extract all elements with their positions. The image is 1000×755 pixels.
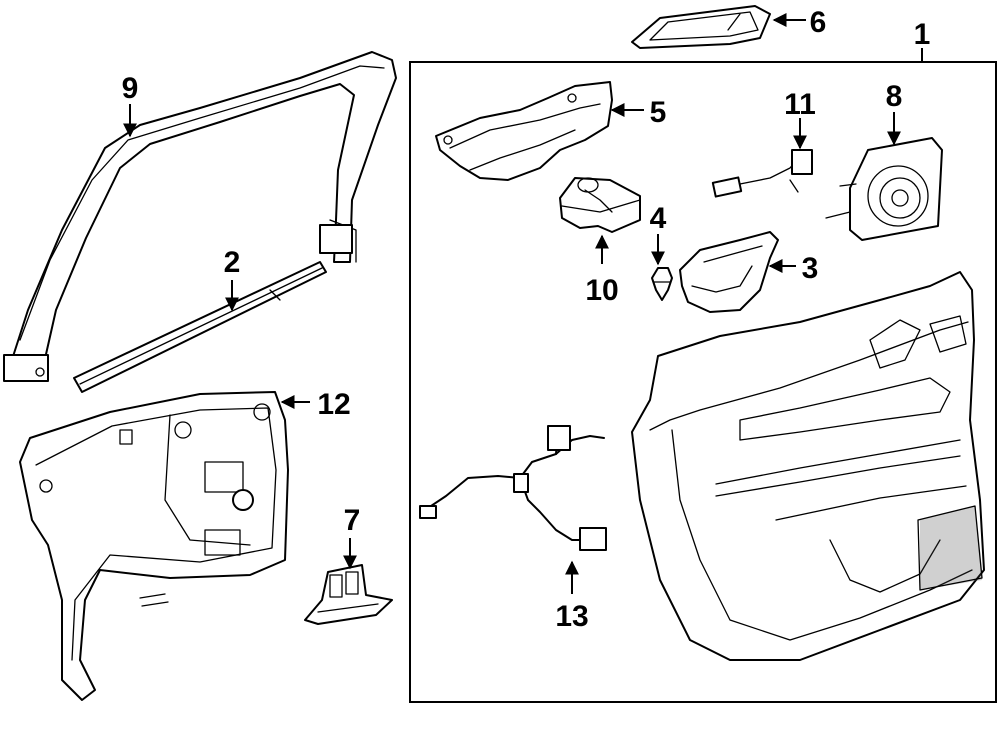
part-10-switch-housing[interactable] bbox=[559, 177, 641, 233]
callout-12: 12 bbox=[317, 388, 350, 421]
part-11-wire-connector[interactable] bbox=[711, 149, 813, 198]
callout-1: 1 bbox=[914, 18, 931, 51]
part-5-handle-bracket[interactable] bbox=[435, 81, 613, 181]
callout-3: 3 bbox=[802, 252, 819, 285]
door-trim-assembly-frame bbox=[409, 61, 997, 703]
callout-11: 11 bbox=[784, 88, 816, 121]
part-2-belt-weatherstrip[interactable] bbox=[73, 261, 327, 393]
part-13-wiring-harness[interactable] bbox=[419, 425, 607, 551]
callout-7: 7 bbox=[344, 504, 361, 537]
part-1-door-trim-panel[interactable] bbox=[631, 271, 985, 661]
callout-10: 10 bbox=[585, 274, 618, 307]
part-3-inside-handle[interactable] bbox=[679, 231, 779, 313]
callout-13: 13 bbox=[555, 600, 588, 633]
callout-4: 4 bbox=[650, 202, 667, 235]
callout-2: 2 bbox=[224, 246, 241, 279]
part-8-speaker[interactable] bbox=[825, 137, 943, 241]
part-12-water-deflector[interactable] bbox=[19, 391, 289, 701]
callout-9: 9 bbox=[122, 72, 139, 105]
callout-6: 6 bbox=[810, 6, 827, 39]
part-6-upper-trim-piece[interactable] bbox=[631, 5, 771, 49]
callout-8: 8 bbox=[886, 80, 903, 113]
callout-5: 5 bbox=[650, 96, 667, 129]
part-7-bracket[interactable] bbox=[304, 564, 393, 625]
part-9-window-channel[interactable] bbox=[3, 51, 397, 382]
part-4-clip[interactable] bbox=[651, 267, 673, 301]
